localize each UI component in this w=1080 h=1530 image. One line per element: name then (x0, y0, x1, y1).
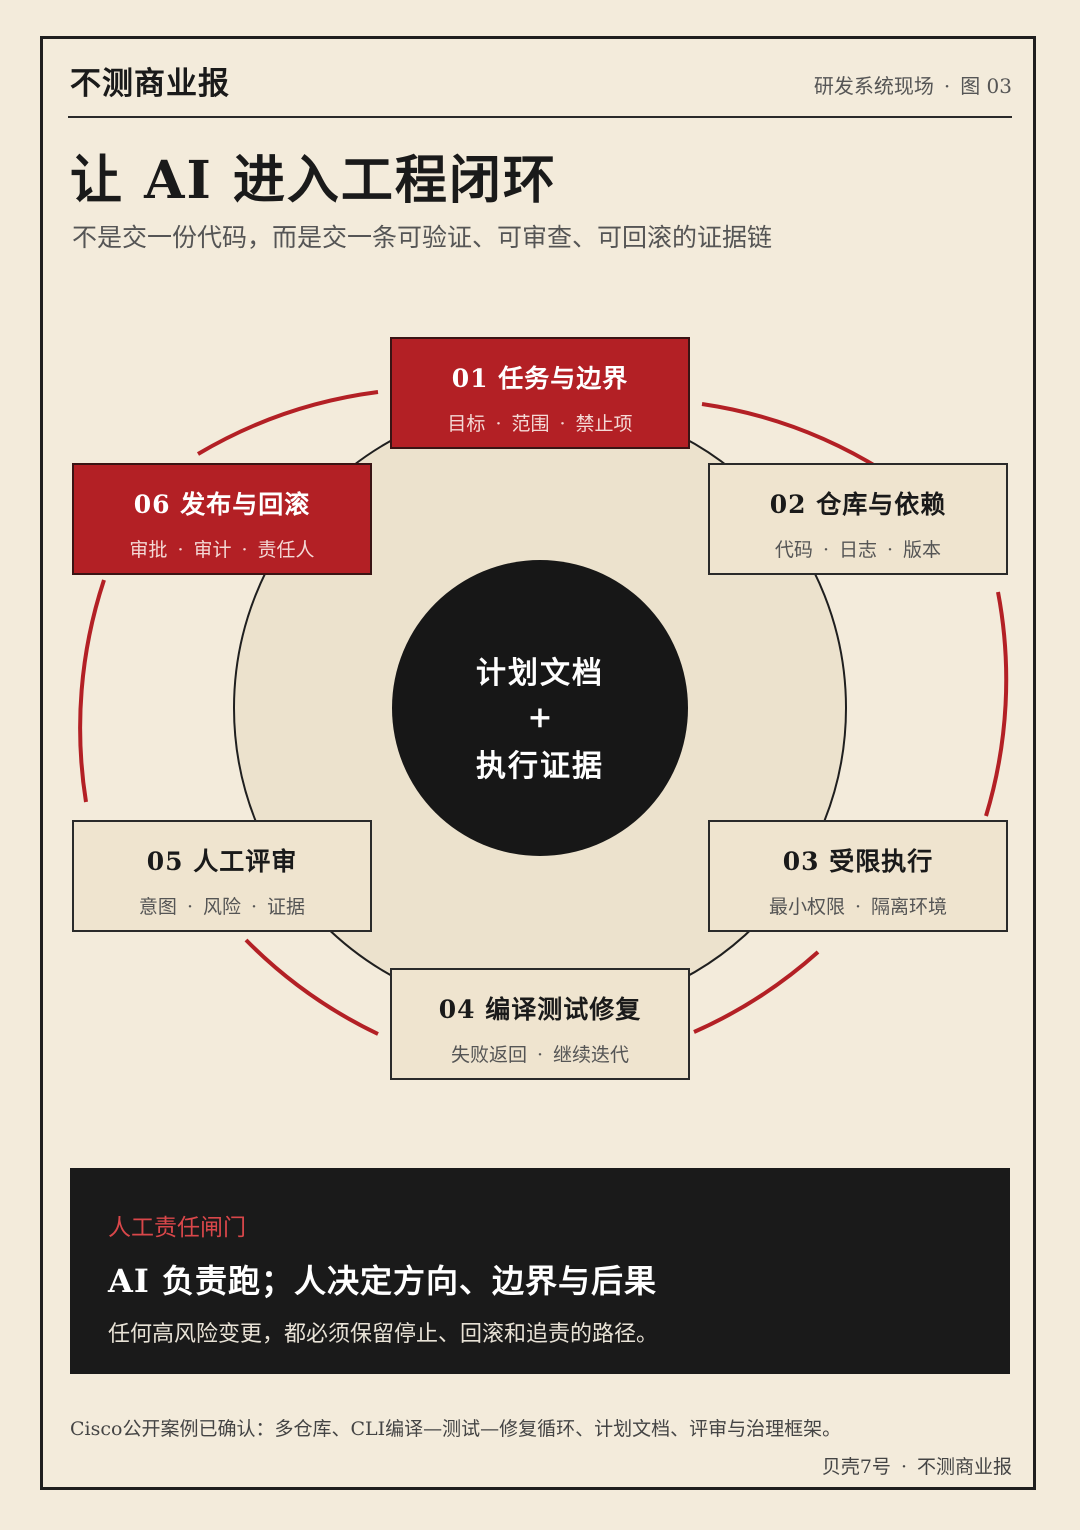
node-05: 05 人工评审 意图 · 风险 · 证据 (72, 820, 372, 932)
gate-headline: AI 负责跑；人决定方向、边界与后果 (108, 1262, 657, 1300)
separator-dot: · (559, 413, 566, 435)
node-item: 日志 (838, 539, 877, 561)
node-title: 03 受限执行 (782, 847, 934, 876)
node-title: 04 编译测试修复 (438, 995, 642, 1024)
responsibility-gate-panel: 人工责任闸门 AI 负责跑；人决定方向、边界与后果 任何高风险变更，都必须保留停… (70, 1168, 1010, 1374)
arc-01-02 (701, 402, 884, 472)
center-plus: + (527, 700, 553, 735)
separator-dot: · (943, 74, 951, 98)
node-items: 目标 · 范围 · 禁止项 (392, 409, 688, 436)
separator-dot: · (495, 413, 502, 435)
node-item: 失败返回 (450, 1044, 527, 1066)
separator-dot: · (854, 896, 862, 918)
node-06: 06 发布与回滚 审批 · 审计 · 责任人 (72, 463, 372, 575)
node-item: 风险 (202, 896, 241, 918)
node-items: 代码 · 日志 · 版本 (710, 535, 1006, 562)
gate-body: 任何高风险变更，都必须保留停止、回滚和追责的路径。 (108, 1322, 659, 1347)
page-subtitle: 不是交一份代码，而是交一条可验证、可审查、可回滚的证据链 (72, 223, 773, 252)
node-title: 05 人工评审 (146, 847, 298, 876)
node-title: 02 仓库与依赖 (769, 490, 947, 519)
masthead: 不测商业报 (70, 66, 230, 102)
footnote: Cisco公开案例已确认：多仓库、CLI编译—测试—修复循环、计划文档、评审与治… (70, 1418, 842, 1440)
node-items: 审批 · 审计 · 责任人 (74, 535, 370, 562)
node-items: 意图 · 风险 · 证据 (74, 892, 370, 919)
node-item: 证据 (267, 896, 306, 918)
separator-dot: · (186, 896, 193, 918)
arc-04-05 (244, 938, 379, 1036)
credit-publication: 不测商业报 (916, 1456, 1012, 1478)
figure-tag: 研发系统现场 · 图 03 (814, 70, 1012, 99)
node-item: 最小权限 (768, 896, 845, 918)
node-item: 禁止项 (575, 413, 633, 435)
node-04: 04 编译测试修复 失败返回 · 继续迭代 (390, 968, 690, 1080)
node-items: 失败返回 · 继续迭代 (392, 1040, 688, 1067)
node-item: 继续迭代 (553, 1044, 630, 1066)
center-line-1: 计划文档 (476, 656, 604, 691)
arc-02-03 (984, 591, 1009, 817)
node-item: 目标 (447, 413, 486, 435)
page-frame (40, 36, 1036, 1490)
node-item: 范围 (511, 413, 550, 435)
separator-dot: · (536, 1044, 544, 1066)
node-item: 审批 (129, 539, 168, 561)
separator-dot: · (241, 539, 248, 561)
separator-dot: · (900, 1456, 907, 1478)
separator-dot: · (822, 539, 829, 561)
node-02: 02 仓库与依赖 代码 · 日志 · 版本 (708, 463, 1008, 575)
node-01: 01 任务与边界 目标 · 范围 · 禁止项 (390, 337, 690, 449)
center-hub: 计划文档 + 执行证据 (392, 560, 688, 856)
arc-05-06 (78, 579, 106, 803)
node-title: 06 发布与回滚 (133, 490, 311, 519)
node-item: 意图 (138, 896, 177, 918)
separator-dot: · (887, 539, 894, 561)
node-items: 最小权限 · 隔离环境 (710, 892, 1006, 919)
arc-03-04 (693, 950, 820, 1034)
header-rule (68, 116, 1012, 118)
credit-source: 贝壳7号 (821, 1456, 891, 1478)
gate-kicker: 人工责任闸门 (108, 1215, 246, 1241)
node-item: 版本 (903, 539, 942, 561)
separator-dot: · (177, 539, 184, 561)
node-item: 审计 (193, 539, 232, 561)
node-item: 责任人 (257, 539, 315, 561)
node-title: 01 任务与边界 (451, 364, 629, 393)
credit-line: 贝壳7号 · 不测商业报 (822, 1452, 1012, 1479)
node-03: 03 受限执行 最小权限 · 隔离环境 (708, 820, 1008, 932)
page-title: 让 AI 进入工程闭环 (70, 150, 557, 211)
center-line-2: 执行证据 (476, 749, 604, 784)
separator-dot: · (251, 896, 258, 918)
arc-06-01 (196, 390, 379, 456)
node-item: 代码 (774, 539, 813, 561)
figure-number: 图 03 (960, 74, 1012, 98)
node-item: 隔离环境 (871, 896, 948, 918)
figure-section: 研发系统现场 (813, 74, 934, 98)
